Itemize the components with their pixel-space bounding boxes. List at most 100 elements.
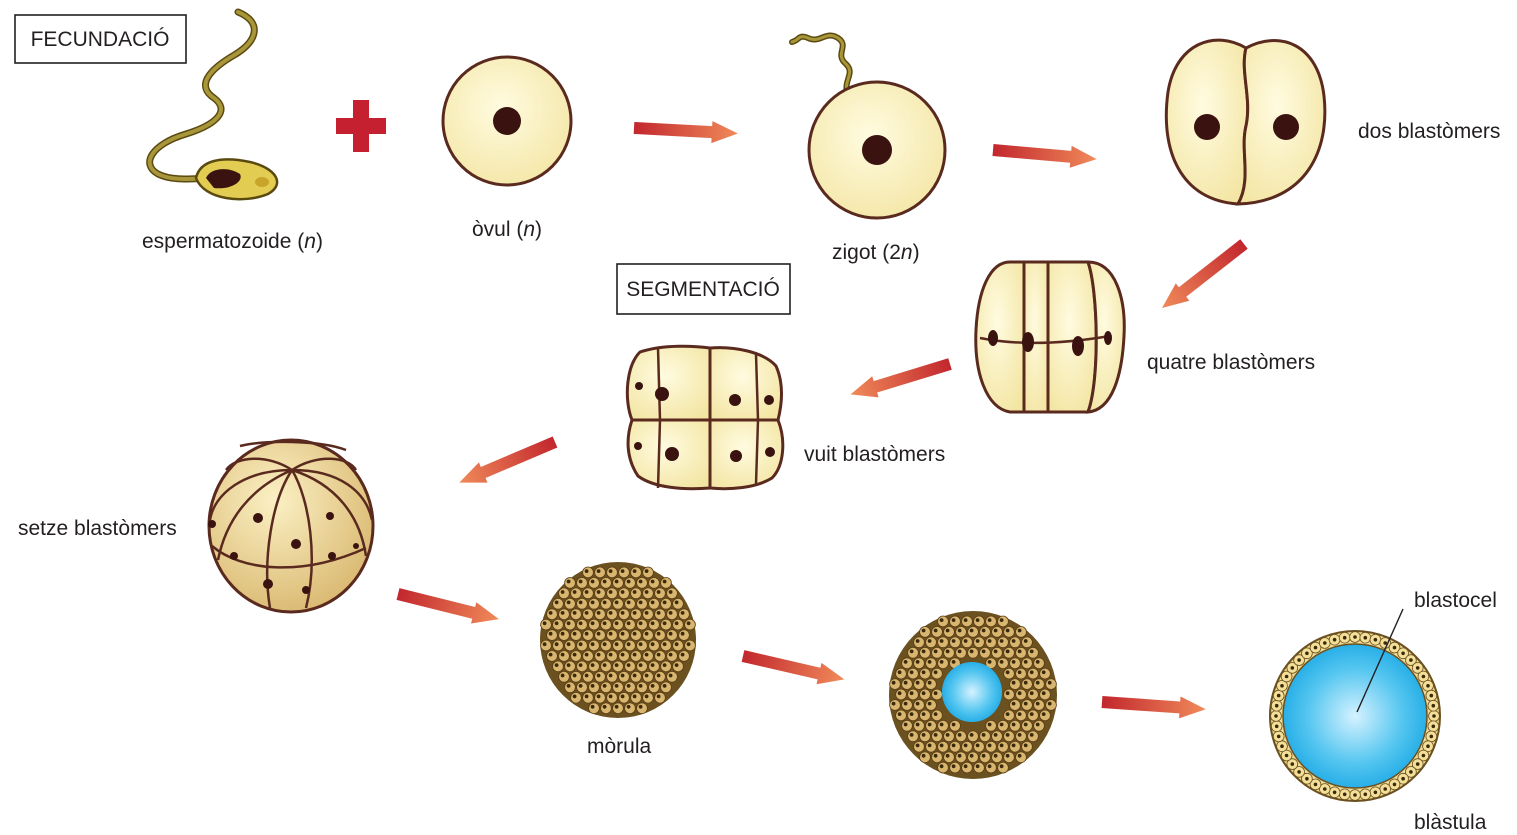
cell <box>968 731 979 742</box>
cell <box>970 629 974 633</box>
cell <box>1000 723 1004 727</box>
label-morula: mòrula <box>587 735 652 758</box>
cell <box>902 700 913 711</box>
cell <box>645 695 649 699</box>
cell <box>589 703 600 714</box>
cell <box>649 598 660 609</box>
cell <box>950 762 961 773</box>
morula <box>540 562 696 718</box>
cell <box>1004 689 1015 700</box>
cell <box>922 629 926 633</box>
cell <box>651 642 655 646</box>
cell <box>663 580 667 584</box>
cell <box>583 609 594 620</box>
cell <box>645 590 649 594</box>
cell <box>962 741 973 752</box>
cell <box>573 590 577 594</box>
cell <box>1409 770 1413 774</box>
cell <box>565 661 576 672</box>
cell <box>573 632 577 636</box>
cell <box>637 598 648 609</box>
cell <box>651 684 655 688</box>
cell <box>938 741 949 752</box>
cell <box>549 611 553 615</box>
cell <box>555 642 559 646</box>
cell <box>986 720 997 731</box>
cell <box>675 601 679 605</box>
cell <box>944 627 955 638</box>
label-ovul: òvul (n) <box>472 218 542 241</box>
cell <box>609 653 613 657</box>
cell <box>1285 675 1289 679</box>
cell <box>986 637 997 648</box>
cell <box>577 640 588 651</box>
cell <box>1432 725 1436 729</box>
cell <box>663 621 667 625</box>
cell <box>555 621 559 625</box>
cell <box>1012 702 1016 706</box>
cell <box>651 601 655 605</box>
cell <box>1416 762 1420 766</box>
cell <box>679 651 690 662</box>
cell <box>956 752 967 763</box>
cell <box>609 695 613 699</box>
cell <box>902 679 913 690</box>
cell <box>1010 679 1021 690</box>
cell <box>988 660 992 664</box>
cell <box>938 616 949 627</box>
cell <box>549 632 553 636</box>
cell <box>561 632 565 636</box>
cell <box>547 651 558 662</box>
cell <box>601 619 612 630</box>
cell <box>1314 646 1318 650</box>
cell <box>1024 660 1028 664</box>
cell <box>597 632 601 636</box>
cell <box>904 681 908 685</box>
cell <box>1024 681 1028 685</box>
cell <box>669 590 673 594</box>
cell <box>1000 764 1004 768</box>
cell <box>1000 639 1004 643</box>
cell <box>982 650 986 654</box>
label-setze-blastomers: setze blastòmers <box>18 517 177 540</box>
cell <box>986 762 997 773</box>
cell <box>974 762 985 773</box>
cell <box>1018 754 1022 758</box>
cell <box>591 684 595 688</box>
cell <box>591 580 595 584</box>
cell <box>968 752 979 763</box>
cell <box>976 618 980 622</box>
cell <box>595 609 606 620</box>
cell <box>922 650 926 654</box>
cell <box>994 629 998 633</box>
cell <box>1030 650 1034 654</box>
cell <box>1042 670 1046 674</box>
cell <box>561 674 565 678</box>
cell <box>571 651 582 662</box>
cell <box>994 650 998 654</box>
arrow-icon <box>992 139 1098 170</box>
cell <box>559 588 570 599</box>
cell <box>1012 639 1016 643</box>
label-vuit-blastomers: vuit blastòmers <box>804 443 945 466</box>
cell <box>627 621 631 625</box>
cell <box>914 679 925 690</box>
cell <box>956 647 967 658</box>
cell <box>1006 754 1010 758</box>
cell <box>934 691 938 695</box>
cell <box>932 710 943 721</box>
cell <box>595 651 606 662</box>
cell <box>577 682 588 693</box>
cell <box>892 681 896 685</box>
cell <box>637 661 648 672</box>
cell <box>541 640 552 651</box>
cell <box>607 671 618 682</box>
cell <box>1374 638 1378 642</box>
cell <box>627 642 631 646</box>
cell <box>609 611 613 615</box>
cell <box>992 752 1003 763</box>
cell <box>651 580 655 584</box>
cell <box>567 601 571 605</box>
cell <box>583 588 594 599</box>
cell <box>603 705 607 709</box>
